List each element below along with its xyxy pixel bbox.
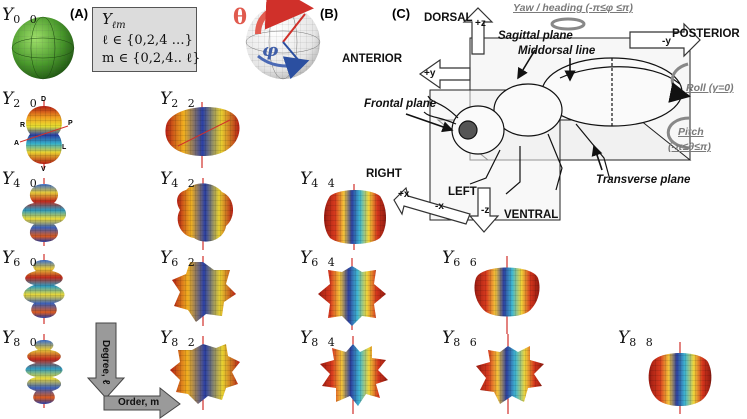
label-minus-z: -z xyxy=(481,205,490,216)
label-middorsal-line: Middorsal line xyxy=(518,45,596,57)
harmonic-label-y88: Y8 8 xyxy=(618,328,656,349)
harmonic-label-y22: Y2 2 xyxy=(160,89,198,110)
harmonic-y84-shape xyxy=(320,336,388,414)
axis-letter-left: L xyxy=(62,144,67,151)
label-frontal-plane-1: Frontal plane xyxy=(364,98,437,110)
label-minus-y: -y xyxy=(662,36,671,47)
label-plus-y: +y xyxy=(424,68,436,79)
label-pitch-range: (-π≤θ≤π) xyxy=(668,141,711,153)
harmonic-label-y00: Y0 0 xyxy=(2,5,40,26)
harmonic-y60-shape xyxy=(23,254,65,324)
info-box-subscript: ℓm xyxy=(111,20,126,31)
harmonic-y22-shape xyxy=(165,102,240,168)
harmonic-y64-shape xyxy=(318,258,386,330)
harmonic-y20-shape xyxy=(19,100,69,170)
harmonic-y86-shape xyxy=(476,334,544,414)
label-roll: Roll (γ=0) xyxy=(686,82,734,94)
label-plus-z: +z xyxy=(475,18,486,29)
axis-letter-dorsal: D xyxy=(41,96,47,103)
label-transverse-plane: Transverse plane xyxy=(596,174,691,186)
harmonic-label-y60: Y6 0 xyxy=(2,248,40,269)
label-posterior: POSTERIOR xyxy=(672,28,740,40)
panel-label-c: (C) xyxy=(392,6,411,21)
order-label: Order, m xyxy=(118,397,160,408)
label-ventral: VENTRAL xyxy=(504,209,559,221)
label-right: RIGHT xyxy=(366,168,402,180)
harmonic-y66-shape xyxy=(474,256,540,334)
harmonic-label-y66: Y6 6 xyxy=(442,248,480,269)
label-left: LEFT xyxy=(448,186,477,198)
harmonic-index-box: Yℓm ℓ ∈ {0,2,4 …} m ∈ {0,2,4.. ℓ} xyxy=(92,7,201,72)
harmonic-label-y42: Y4 2 xyxy=(160,169,198,190)
harmonic-label-y62: Y6 2 xyxy=(160,248,198,269)
harmonic-y82-shape xyxy=(170,336,240,410)
axis-letter-posterior: P xyxy=(68,120,73,127)
degree-order-arrows xyxy=(86,322,181,419)
label-pitch: Pitch xyxy=(678,126,704,138)
label-minus-x: -x xyxy=(435,201,444,212)
harmonic-label-y40: Y4 0 xyxy=(2,169,40,190)
info-box-symbol: Y xyxy=(102,10,112,28)
harmonic-y62-shape xyxy=(172,256,236,326)
axis-letter-right: R xyxy=(20,122,26,129)
harmonic-y88-shape xyxy=(648,342,712,414)
reference-sphere xyxy=(245,0,321,80)
theta-label: θ xyxy=(233,4,248,29)
label-sagittal-plane: Sagittal plane xyxy=(498,30,573,42)
harmonic-y40-shape xyxy=(22,178,66,246)
harmonic-label-y64: Y6 4 xyxy=(300,248,338,269)
harmonic-label-y86: Y8 6 xyxy=(442,328,480,349)
harmonic-label-y20: Y2 0 xyxy=(2,89,40,110)
axis-letter-ventral: V xyxy=(41,166,46,173)
degree-label: Degree, ℓ xyxy=(100,340,111,385)
info-box-order-range: m ∈ {0,2,4.. ℓ} xyxy=(102,51,201,66)
panel-label-b: (B) xyxy=(320,6,339,21)
harmonic-label-y82: Y8 2 xyxy=(160,328,198,349)
harmonic-y44-shape xyxy=(324,184,386,250)
panel-label-a: (A) xyxy=(70,6,89,21)
harmonic-label-y44: Y4 4 xyxy=(300,169,338,190)
rotation-indicators xyxy=(550,17,691,150)
label-plus-x: +x xyxy=(398,189,410,200)
axis-arrows xyxy=(393,7,701,233)
phi-label: φ xyxy=(262,40,279,61)
harmonic-y80-shape xyxy=(25,334,63,408)
beetle-drawing xyxy=(423,57,683,195)
axis-letter-anterior: A xyxy=(14,140,20,147)
harmonic-y00-shape xyxy=(11,16,75,80)
leader-lines xyxy=(405,49,603,171)
label-dorsal: DORSAL xyxy=(424,12,473,24)
label-anterior: ANTERIOR xyxy=(342,53,403,65)
info-box-degree-range: ℓ ∈ {0,2,4 …} xyxy=(102,33,193,48)
harmonic-label-y84: Y8 4 xyxy=(300,328,338,349)
harmonic-label-y80: Y8 0 xyxy=(2,328,40,349)
label-yaw: Yaw / heading (-π≤φ ≤π) xyxy=(513,2,633,14)
harmonic-y42-shape xyxy=(177,178,234,250)
